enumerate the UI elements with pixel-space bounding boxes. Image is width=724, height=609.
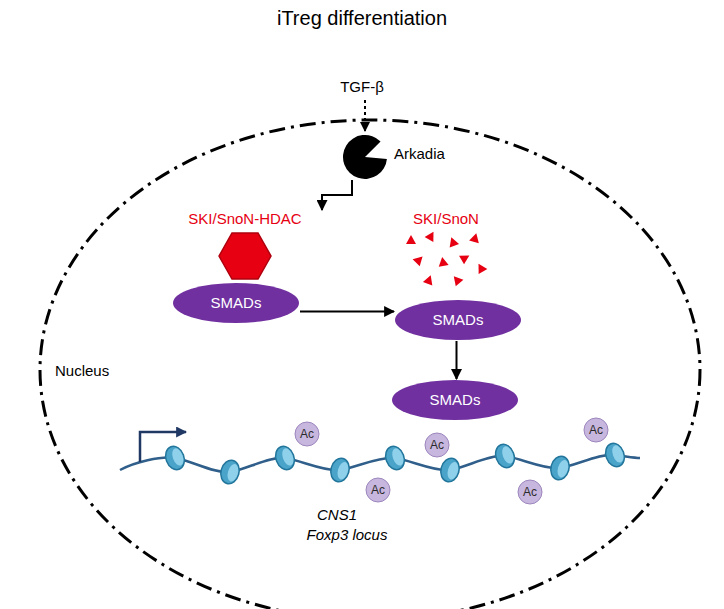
- arrow-connector: [300, 311, 394, 313]
- signal-arrow: [364, 100, 366, 131]
- acetyl-label: Ac: [371, 483, 385, 497]
- acetyl-mark: Ac: [583, 417, 609, 443]
- smad-ellipse: SMADs: [394, 299, 522, 341]
- arkadia-symbol: [342, 134, 388, 180]
- acetyl-label: Ac: [523, 485, 537, 499]
- protein-label: Arkadia: [394, 145, 445, 163]
- degraded-repressor: SKI/SnoN: [398, 210, 494, 290]
- transcription-start-arrow: [140, 432, 186, 462]
- fragment-symbols: [401, 230, 491, 290]
- arkadia-ligase: Arkadia: [342, 134, 445, 180]
- nucleosomes: [162, 441, 627, 486]
- arrow-connector: [322, 180, 352, 210]
- acetyl-label: Ac: [300, 427, 314, 441]
- acetyl-label: Ac: [589, 423, 603, 437]
- protein-label: SMADs: [433, 311, 484, 329]
- hexagon-symbol: [217, 231, 273, 281]
- smad-ellipse: SMADs: [172, 282, 300, 324]
- repressor-complex: SKI/SnoN-HDAC: [160, 210, 330, 281]
- protein-label: SMADs: [430, 391, 481, 409]
- compartment-label: Nucleus: [55, 362, 109, 380]
- protein-label: SKI/SnoN-HDAC: [188, 210, 301, 228]
- acetyl-mark: Ac: [424, 432, 450, 458]
- smad-ellipse: SMADs: [391, 379, 519, 421]
- diagram-title: iTreg differentiation: [277, 6, 447, 30]
- arrow-connector: [456, 341, 458, 379]
- acetyl-mark: Ac: [365, 477, 391, 503]
- protein-label: SMADs: [211, 294, 262, 312]
- acetyl-mark: Ac: [517, 479, 543, 505]
- region-label: CNS1: [317, 506, 357, 524]
- locus-label: Foxp3 locus: [307, 526, 388, 544]
- acetyl-mark: Ac: [294, 421, 320, 447]
- signal-label: TGF-β: [340, 78, 384, 96]
- protein-label: SKI/SnoN: [413, 210, 479, 228]
- acetyl-label: Ac: [430, 438, 444, 452]
